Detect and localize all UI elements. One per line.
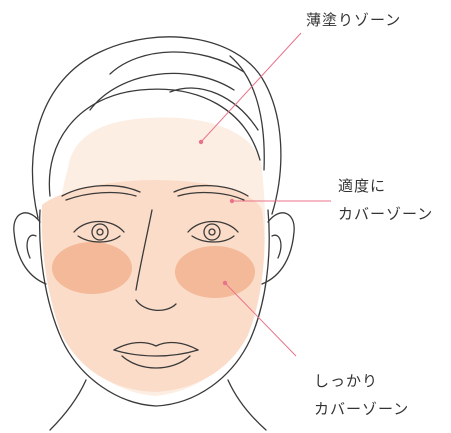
mouth-line [113, 349, 199, 357]
upper-lip [113, 341, 199, 351]
left-eye-lower [77, 235, 121, 243]
neck-left [49, 379, 87, 431]
firm-coverage-label: しっかり カバーゾーン [314, 367, 409, 423]
thin-coverage-label-text: 薄塗りゾーン [306, 11, 402, 29]
thin-coverage-label: 薄塗りゾーン [306, 6, 401, 34]
right-iris [203, 223, 221, 241]
right-eyebrow-lower [177, 191, 245, 201]
lower-lip [121, 355, 191, 369]
left-cheek-firm-zone [52, 242, 132, 294]
moderate-coverage-label-line1: 適度に [338, 177, 387, 195]
firm-zone-leader-line [224, 282, 297, 357]
hair-strand-4 [169, 87, 259, 131]
thin-zone-marker [198, 139, 204, 145]
nose-tip [135, 299, 177, 311]
left-eye-upper [73, 220, 125, 233]
left-eyebrow [61, 184, 141, 197]
moderate-coverage-label: 適度に カバーゾーン [338, 172, 433, 228]
hair-strand-5 [229, 55, 265, 171]
firm-zone-marker [222, 280, 228, 286]
thin-zone-leader-line [200, 32, 302, 143]
right-cheek-firm-zone [175, 246, 255, 298]
right-eye-upper [187, 220, 239, 233]
left-iris [91, 223, 109, 241]
moderate-coverage-label-line2: カバーゾーン [338, 205, 434, 223]
face-outline [39, 209, 270, 407]
left-ear [13, 212, 47, 285]
right-ear-inner [271, 234, 282, 259]
nose-bridge [135, 209, 153, 291]
neck-right [227, 379, 267, 431]
firm-coverage-label-line2: カバーゾーン [314, 400, 410, 418]
hair-strand-2 [89, 72, 235, 111]
right-eyebrow [173, 184, 249, 197]
firm-coverage-label-line1: しっかり [314, 372, 379, 390]
hair-strand-1 [48, 88, 261, 197]
left-ear-inner [26, 234, 37, 259]
left-pupil [96, 228, 104, 236]
left-eyebrow-lower [65, 191, 137, 201]
hair-strand-3 [109, 51, 245, 75]
hair-outline [31, 36, 282, 219]
right-eye-lower [191, 235, 235, 243]
right-pupil [208, 228, 216, 236]
moderate-zone-marker [229, 198, 235, 204]
right-ear [261, 212, 295, 285]
